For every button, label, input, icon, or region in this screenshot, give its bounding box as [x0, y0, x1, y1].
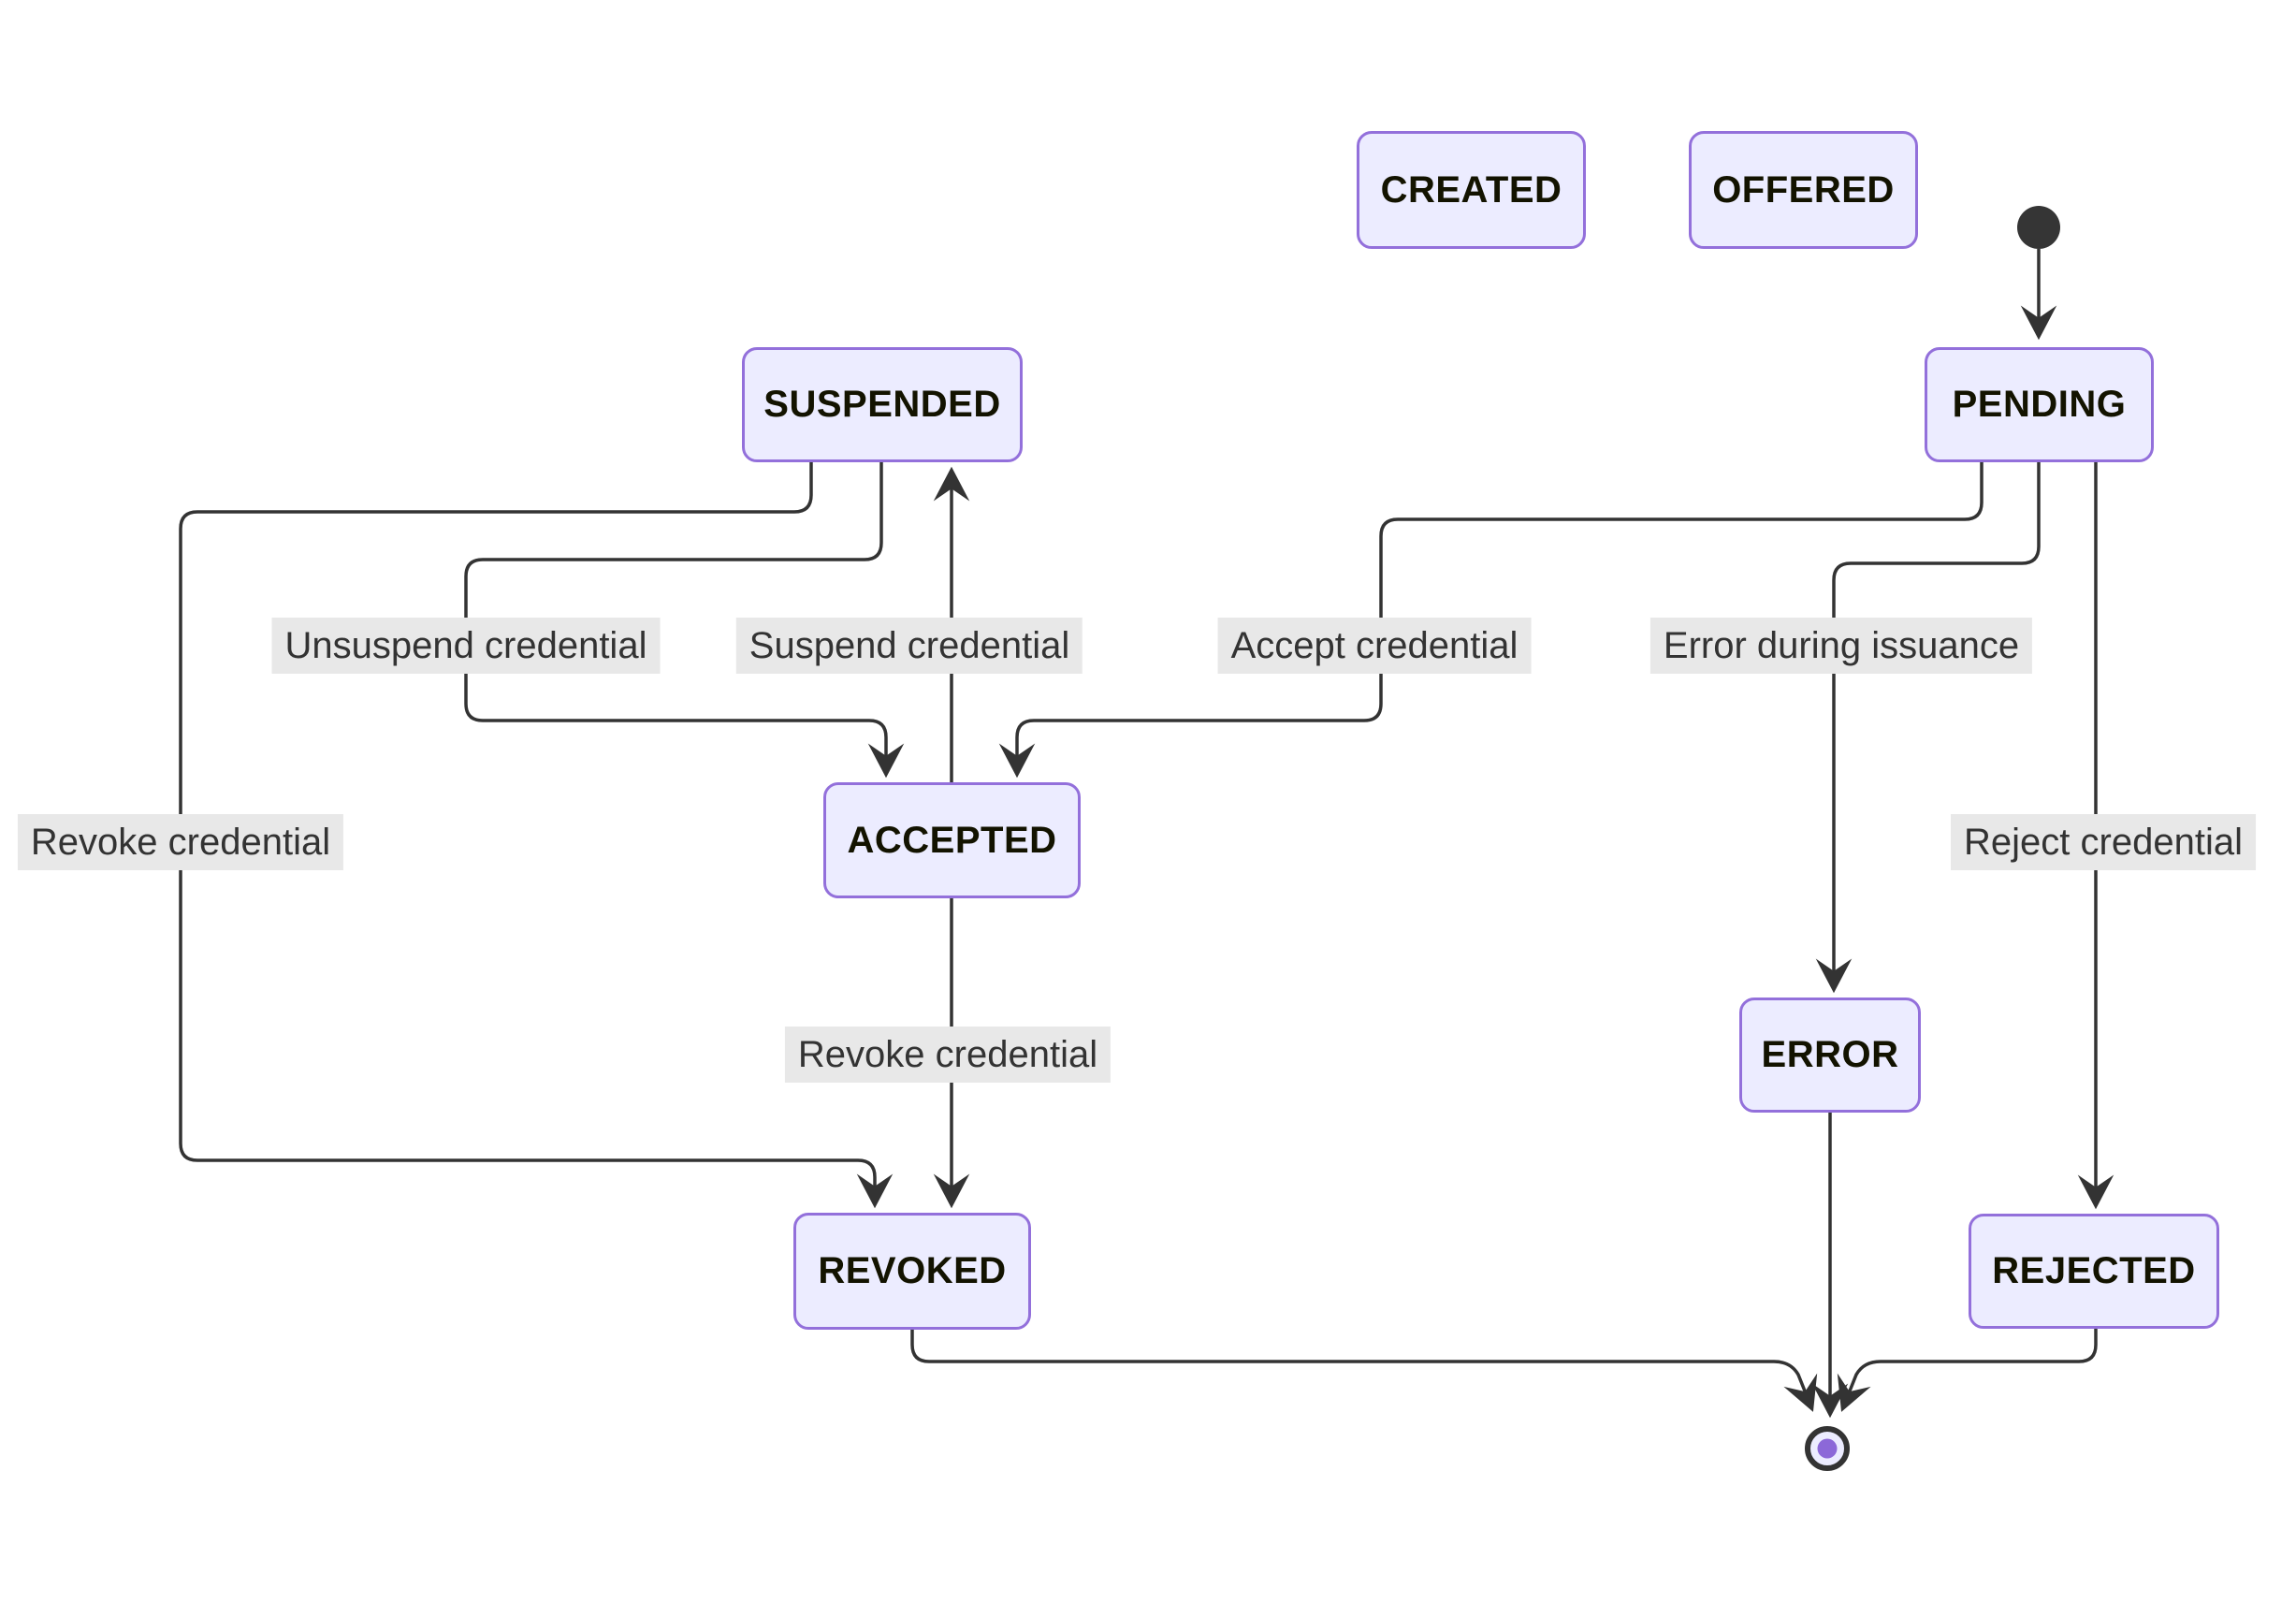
- edge-label-reject-credential: Reject credential: [1951, 814, 2256, 870]
- end-state-inner-dot: [1817, 1438, 1838, 1459]
- edge-revoked-to-end: [910, 1330, 1818, 1412]
- state-node-rejected: REJECTED: [1969, 1214, 2219, 1329]
- state-label-error: ERROR: [1761, 1034, 1899, 1075]
- state-label-revoked: REVOKED: [818, 1250, 1007, 1291]
- state-node-revoked: REVOKED: [793, 1213, 1031, 1330]
- state-node-offered: OFFERED: [1689, 131, 1918, 249]
- state-node-created: CREATED: [1357, 131, 1586, 249]
- state-node-suspended: SUSPENDED: [742, 347, 1023, 462]
- start-state-dot: [2017, 206, 2060, 249]
- state-label-offered: OFFERED: [1712, 168, 1895, 211]
- state-label-pending: PENDING: [1952, 384, 2127, 425]
- edge-label-unsuspend-credential: Unsuspend credential: [271, 618, 661, 674]
- state-node-accepted: ACCEPTED: [823, 782, 1081, 898]
- state-label-accepted: ACCEPTED: [847, 819, 1057, 861]
- state-label-rejected: REJECTED: [1992, 1250, 2196, 1291]
- state-label-created: CREATED: [1380, 168, 1562, 211]
- edge-label-revoke-credential-mid: Revoke credential: [784, 1027, 1112, 1083]
- state-node-pending: PENDING: [1925, 347, 2154, 462]
- state-label-suspended: SUSPENDED: [763, 384, 1001, 425]
- edge-rejected-to-end: [1837, 1329, 2098, 1412]
- state-node-error: ERROR: [1739, 998, 1921, 1113]
- edge-pending-to-error: [1815, 461, 2041, 994]
- end-state: [1805, 1426, 1850, 1471]
- edge-label-error-during-issuance: Error during issuance: [1649, 618, 2033, 674]
- edge-label-suspend-credential: Suspend credential: [735, 618, 1083, 674]
- edge-label-revoke-credential-left: Revoke credential: [17, 814, 344, 870]
- edge-label-accept-credential: Accept credential: [1217, 618, 1532, 674]
